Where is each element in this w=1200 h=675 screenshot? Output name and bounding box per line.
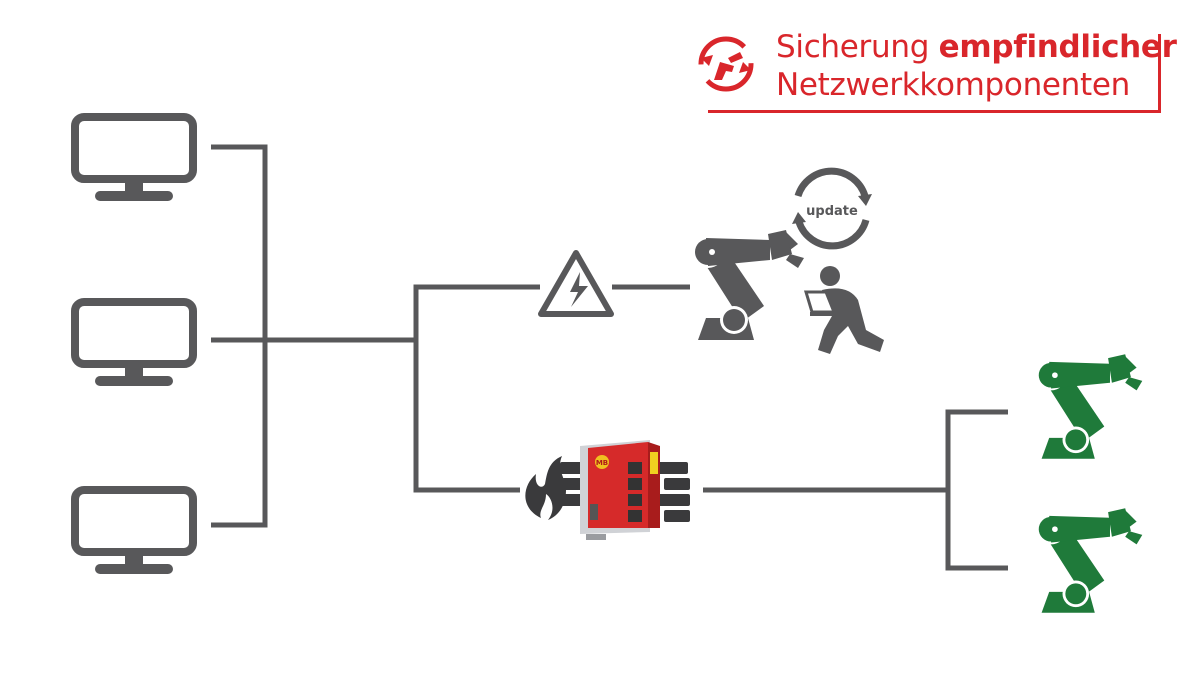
update-label: update [806,204,858,219]
technician-icon [803,266,884,354]
title-frame [708,34,1161,113]
monitor-icon [75,117,193,201]
branch-bus [413,284,540,493]
brick-wall-icon [560,462,690,522]
robot-arm-icon [1035,508,1143,613]
robot-arm-icon [692,230,804,340]
device-logo: MB [596,459,608,467]
title-line2: Netzwerkkomponenten [776,67,1131,103]
update-cycle-icon: update [792,167,872,250]
robot-arm-icon [1035,354,1143,459]
page-title: Sicherung empfindlicher Netzwerkkomponen… [776,28,1177,104]
title-line1-bold: empfindlicher [938,29,1177,65]
monitor-icon [75,302,193,386]
firewall-device-icon: MB [580,440,660,540]
fire-icon [525,456,566,520]
network-lines [211,144,1008,571]
monitor-icon [75,490,193,574]
right-bus [945,409,1008,571]
warning-icon [538,250,614,317]
title-line1-regular: Sicherung [776,29,939,65]
robot-logo-icon [698,36,754,92]
left-bus [211,144,268,528]
